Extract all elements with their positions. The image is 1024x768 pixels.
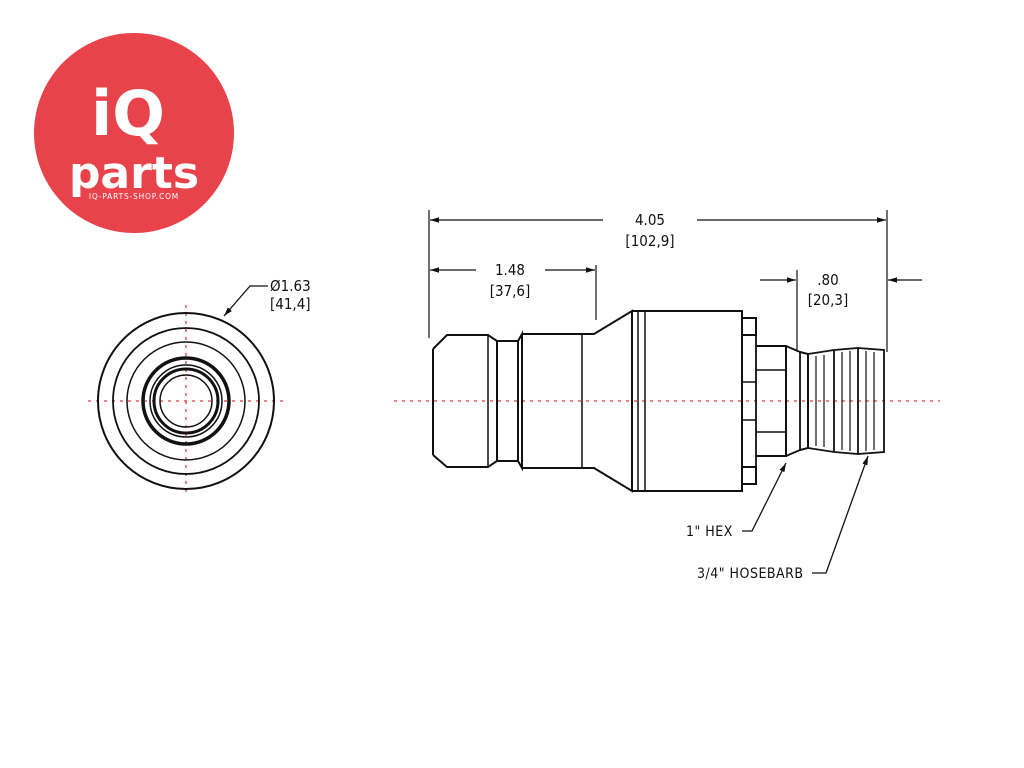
side-view: 4.05 [102,9] 1.48 [37,6] .80 [20,3] 1" H…: [394, 210, 940, 582]
part-sleeve: [632, 310, 743, 492]
part-neck: [497, 340, 518, 462]
end-view: Ø1.63 [41,4]: [88, 277, 311, 495]
logo-text-parts: parts: [69, 148, 199, 199]
end-view-outer-ring: [97, 312, 275, 490]
end-view-body-ring: [126, 341, 246, 461]
dim-front-inch: 1.48: [495, 261, 525, 279]
end-view-seal-ring-mid: [149, 364, 223, 438]
part-hex-chamfer: [785, 345, 801, 457]
logo-badge: [34, 33, 234, 233]
logo-url: IQ-PARTS-SHOP.COM: [89, 192, 179, 201]
dim-overall-mm: [102,9]: [625, 232, 674, 250]
part-latch-body: [742, 334, 757, 468]
brand-logo: iQ parts IQ-PARTS-SHOP.COM: [34, 33, 234, 233]
diameter-mm: [41,4]: [270, 295, 311, 313]
hosebarb-label: 3/4" HOSEBARB: [697, 566, 804, 582]
hex-label: 1" HEX: [686, 524, 733, 540]
part-neck-step: [517, 330, 523, 472]
diameter-leader: [223, 285, 268, 317]
hosebarb-leader: [812, 455, 869, 574]
end-view-seal-ring-inner: [152, 367, 220, 435]
part-latch-slot: [742, 381, 756, 421]
end-view-flange-ring: [112, 327, 260, 475]
hex-leader: [742, 462, 787, 532]
part-nose: [432, 334, 498, 468]
part-hosebarb: [799, 347, 885, 455]
part-hex: [756, 345, 787, 457]
dim-front-mm: [37,6]: [490, 282, 531, 300]
logo-text-iq: iQ: [91, 77, 165, 150]
dim-barb-mm: [20,3]: [808, 291, 849, 309]
dim-barb-inch: .80: [817, 271, 838, 289]
dim-overall-inch: 4.05: [635, 211, 665, 229]
diameter-inch: Ø1.63: [270, 277, 311, 295]
end-view-seal-ring-outer: [141, 356, 231, 446]
end-view-bore: [159, 374, 213, 428]
extension-lines: [428, 210, 888, 352]
part-hex-flats: [756, 369, 786, 433]
